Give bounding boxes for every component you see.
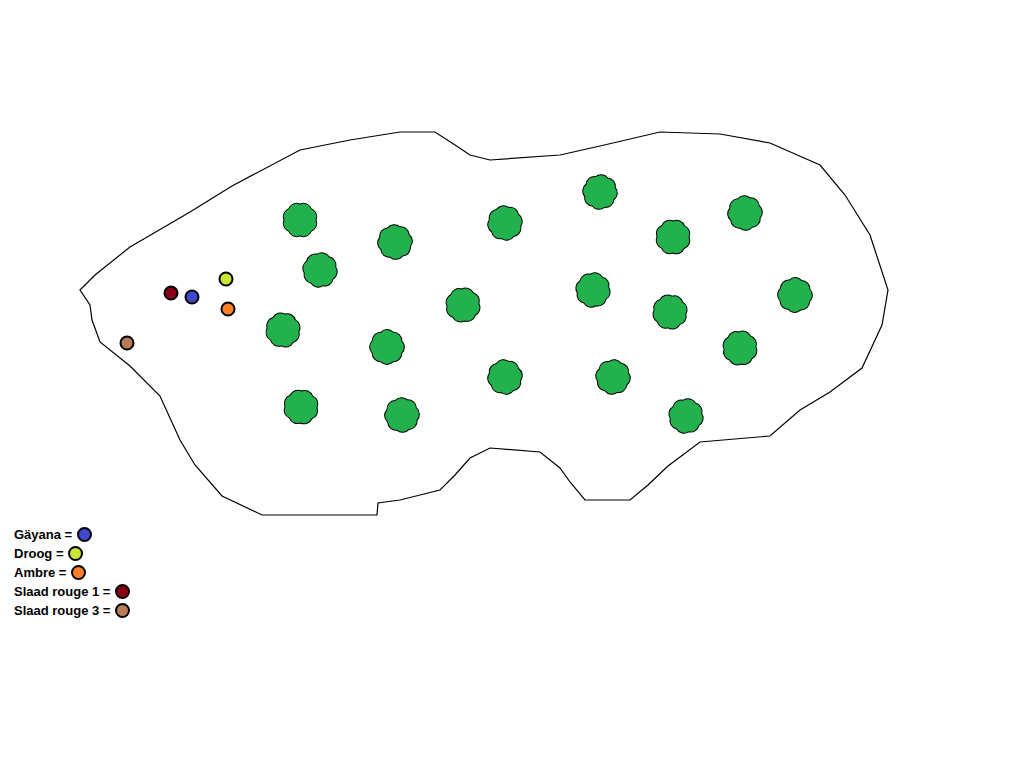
map-outline <box>80 132 888 515</box>
bush <box>260 307 307 354</box>
legend-label: Slaad rouge 3 = <box>14 603 110 618</box>
legend-row: Slaad rouge 3 = <box>14 601 130 620</box>
bush <box>723 191 768 236</box>
legend-label: Slaad rouge 1 = <box>14 584 110 599</box>
bush <box>574 271 613 310</box>
token-slaad-1 <box>165 287 178 300</box>
bush <box>663 393 710 440</box>
legend-swatch <box>115 603 130 618</box>
bush <box>716 324 763 371</box>
bush <box>381 394 423 436</box>
bush <box>651 293 688 330</box>
bush <box>283 203 316 236</box>
bush <box>482 354 528 400</box>
bush <box>284 390 319 425</box>
bush <box>593 357 634 398</box>
legend-swatch <box>68 546 83 561</box>
bush <box>365 325 409 369</box>
legend-row: Ambre = <box>14 563 130 582</box>
legend-swatch <box>115 584 130 599</box>
legend-label: Ambre = <box>14 565 66 580</box>
token-droog <box>220 273 233 286</box>
legend-swatch <box>77 527 92 542</box>
legend-label: Droog = <box>14 546 63 561</box>
token-ambre <box>222 303 235 316</box>
token-slaad-3 <box>121 337 134 350</box>
bushes <box>260 169 818 439</box>
bush <box>773 273 817 317</box>
bush <box>445 287 481 323</box>
bush <box>485 203 525 243</box>
token-gayana <box>186 291 199 304</box>
legend-row: Slaad rouge 1 = <box>14 582 130 601</box>
legend-label: Gäyana = <box>14 527 72 542</box>
legend: Gäyana = Droog = Ambre = Slaad rouge 1 = Sla… <box>14 525 130 620</box>
legend-swatch <box>71 565 86 580</box>
bush <box>577 169 622 214</box>
bush <box>297 247 343 293</box>
legend-row: Gäyana = <box>14 525 130 544</box>
bush <box>649 213 696 260</box>
legend-row: Droog = <box>14 544 130 563</box>
tokens <box>121 273 235 350</box>
bush <box>374 221 416 263</box>
